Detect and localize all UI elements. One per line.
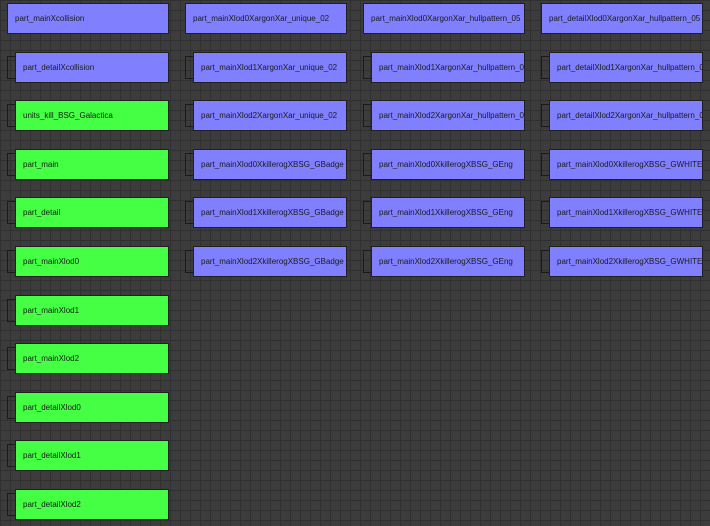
node-connector xyxy=(363,56,371,79)
graph-node[interactable]: part_main xyxy=(15,149,169,180)
graph-node[interactable]: part_mainXlod2 xyxy=(15,343,169,374)
node-connector xyxy=(7,299,15,322)
graph-node[interactable]: part_mainXlod2XkillerogXBSG_GBadge xyxy=(193,246,347,277)
node-connector xyxy=(541,153,549,176)
node-connector xyxy=(185,201,193,224)
node-connector xyxy=(541,56,549,79)
node-connector xyxy=(7,444,15,467)
node-connector xyxy=(541,201,549,224)
node-connector xyxy=(7,493,15,516)
node-connector xyxy=(185,153,193,176)
graph-node[interactable]: part_mainXlod0XkillerogXBSG_GEng xyxy=(371,149,525,180)
node-connector xyxy=(7,153,15,176)
node-connector xyxy=(185,250,193,273)
node-connector xyxy=(7,56,15,79)
node-connector xyxy=(7,347,15,370)
node-connector xyxy=(185,104,193,127)
graph-node[interactable]: part_mainXcollision xyxy=(7,3,169,34)
graph-node[interactable]: part_mainXlod0XkillerogXBSG_GBadge xyxy=(193,149,347,180)
graph-node[interactable]: part_detailXcollision xyxy=(15,52,169,83)
graph-node[interactable]: units_kill_BSG_Galactica xyxy=(15,100,169,131)
graph-node[interactable]: part_mainXlod0XkillerogXBSG_GWHITE xyxy=(549,149,703,180)
graph-node[interactable]: part_detailXlod0 xyxy=(15,392,169,423)
node-connector xyxy=(185,56,193,79)
graph-node[interactable]: part_mainXlod0 xyxy=(15,246,169,277)
node-connector xyxy=(363,104,371,127)
node-connector xyxy=(541,104,549,127)
graph-node[interactable]: part_mainXlod1XargonXar_hullpattern_05 xyxy=(371,52,525,83)
graph-node[interactable]: part_detailXlod1XargonXar_hullpattern_05 xyxy=(549,52,703,83)
graph-node[interactable]: part_detailXlod1 xyxy=(15,440,169,471)
node-connector xyxy=(7,201,15,224)
graph-node[interactable]: part_detail xyxy=(15,197,169,228)
node-connector xyxy=(363,153,371,176)
node-connector xyxy=(7,104,15,127)
graph-node[interactable]: part_detailXlod0XargonXar_hullpattern_05 xyxy=(541,3,703,34)
node-connector xyxy=(7,396,15,419)
node-connector xyxy=(363,201,371,224)
node-connector xyxy=(363,250,371,273)
graph-node[interactable]: part_mainXlod1XargonXar_unique_02 xyxy=(193,52,347,83)
graph-node[interactable]: part_mainXlod1XkillerogXBSG_GEng xyxy=(371,197,525,228)
graph-node[interactable]: part_mainXlod2XargonXar_unique_02 xyxy=(193,100,347,131)
graph-node[interactable]: part_detailXlod2XargonXar_hullpattern_05 xyxy=(549,100,703,131)
graph-node[interactable]: part_mainXlod2XargonXar_hullpattern_05 xyxy=(371,100,525,131)
graph-node[interactable]: part_detailXlod2 xyxy=(15,489,169,520)
graph-node[interactable]: part_mainXlod1XkillerogXBSG_GBadge xyxy=(193,197,347,228)
node-connector xyxy=(7,250,15,273)
graph-node[interactable]: part_mainXlod2XkillerogXBSG_GEng xyxy=(371,246,525,277)
graph-node[interactable]: part_mainXlod0XargonXar_hullpattern_05 xyxy=(363,3,525,34)
graph-node[interactable]: part_mainXlod2XkillerogXBSG_GWHITE xyxy=(549,246,703,277)
graph-node[interactable]: part_mainXlod1XkillerogXBSG_GWHITE xyxy=(549,197,703,228)
node-connector xyxy=(541,250,549,273)
graph-node[interactable]: part_mainXlod1 xyxy=(15,295,169,326)
graph-node[interactable]: part_mainXlod0XargonXar_unique_02 xyxy=(185,3,347,34)
